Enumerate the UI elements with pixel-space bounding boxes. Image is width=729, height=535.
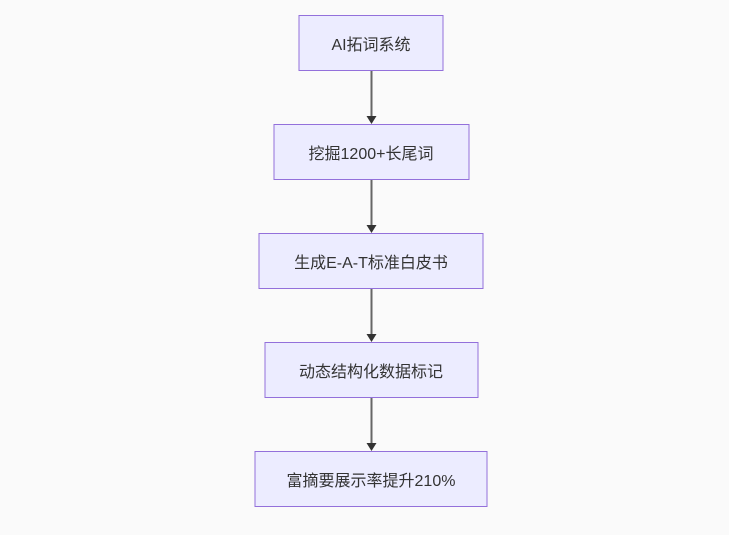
- flow-edge: [366, 180, 376, 233]
- flow-node-eat-whitepaper: 生成E-A-T标准白皮书: [258, 233, 484, 289]
- flow-node-label: AI拓词系统: [331, 37, 411, 54]
- arrow-head-icon: [366, 443, 376, 451]
- arrow-head-icon: [366, 334, 376, 342]
- flow-edge: [366, 289, 376, 342]
- flow-node-label: 生成E-A-T标准白皮书: [294, 255, 448, 272]
- arrow-head-icon: [366, 225, 376, 233]
- flowchart: AI拓词系统 挖掘1200+长尾词 生成E-A-T标准白皮书 动态结构化数据标记…: [254, 15, 488, 507]
- flow-edge: [366, 398, 376, 451]
- flow-node-label: 富摘要展示率提升210%: [286, 473, 456, 490]
- flow-node-label: 挖掘1200+长尾词: [308, 146, 434, 163]
- arrow-line: [370, 71, 372, 116]
- flow-node-label: 动态结构化数据标记: [298, 364, 443, 381]
- arrow-head-icon: [366, 116, 376, 124]
- flow-node-structured-data: 动态结构化数据标记: [264, 342, 478, 398]
- arrow-line: [370, 289, 372, 334]
- flow-node-longtail-mining: 挖掘1200+长尾词: [273, 124, 469, 180]
- flow-node-ai-keyword-system: AI拓词系统: [298, 15, 444, 71]
- arrow-line: [370, 180, 372, 225]
- flow-node-rich-snippet-result: 富摘要展示率提升210%: [254, 451, 488, 507]
- arrow-line: [370, 398, 372, 443]
- flow-edge: [366, 71, 376, 124]
